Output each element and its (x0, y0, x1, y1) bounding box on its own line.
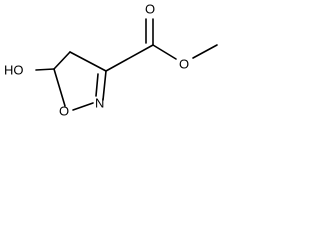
bond-o-c5 (53, 68, 66, 107)
bond-carbonyl-ester-oxygen (152, 44, 177, 60)
ester-oxygen-label: O (179, 57, 189, 72)
hydroxyl-label: HO (4, 63, 24, 78)
bond-c3-carbonyl (105, 44, 154, 72)
bond-ester-oxygen-methyl (192, 44, 218, 59)
bond-c3-n-second (95, 73, 99, 97)
bond-hydroxyl-c5 (35, 68, 55, 71)
bond-c4-c3 (69, 51, 107, 72)
chemical-structure: HO O O N O (4, 2, 218, 119)
bond-c3-n (102, 70, 107, 101)
ring-nitrogen-label: N (95, 96, 104, 111)
bond-n-o (72, 102, 94, 111)
bond-c5-c4 (53, 51, 71, 70)
ring-oxygen-label: O (59, 104, 69, 119)
carbonyl-oxygen-label: O (145, 2, 155, 17)
